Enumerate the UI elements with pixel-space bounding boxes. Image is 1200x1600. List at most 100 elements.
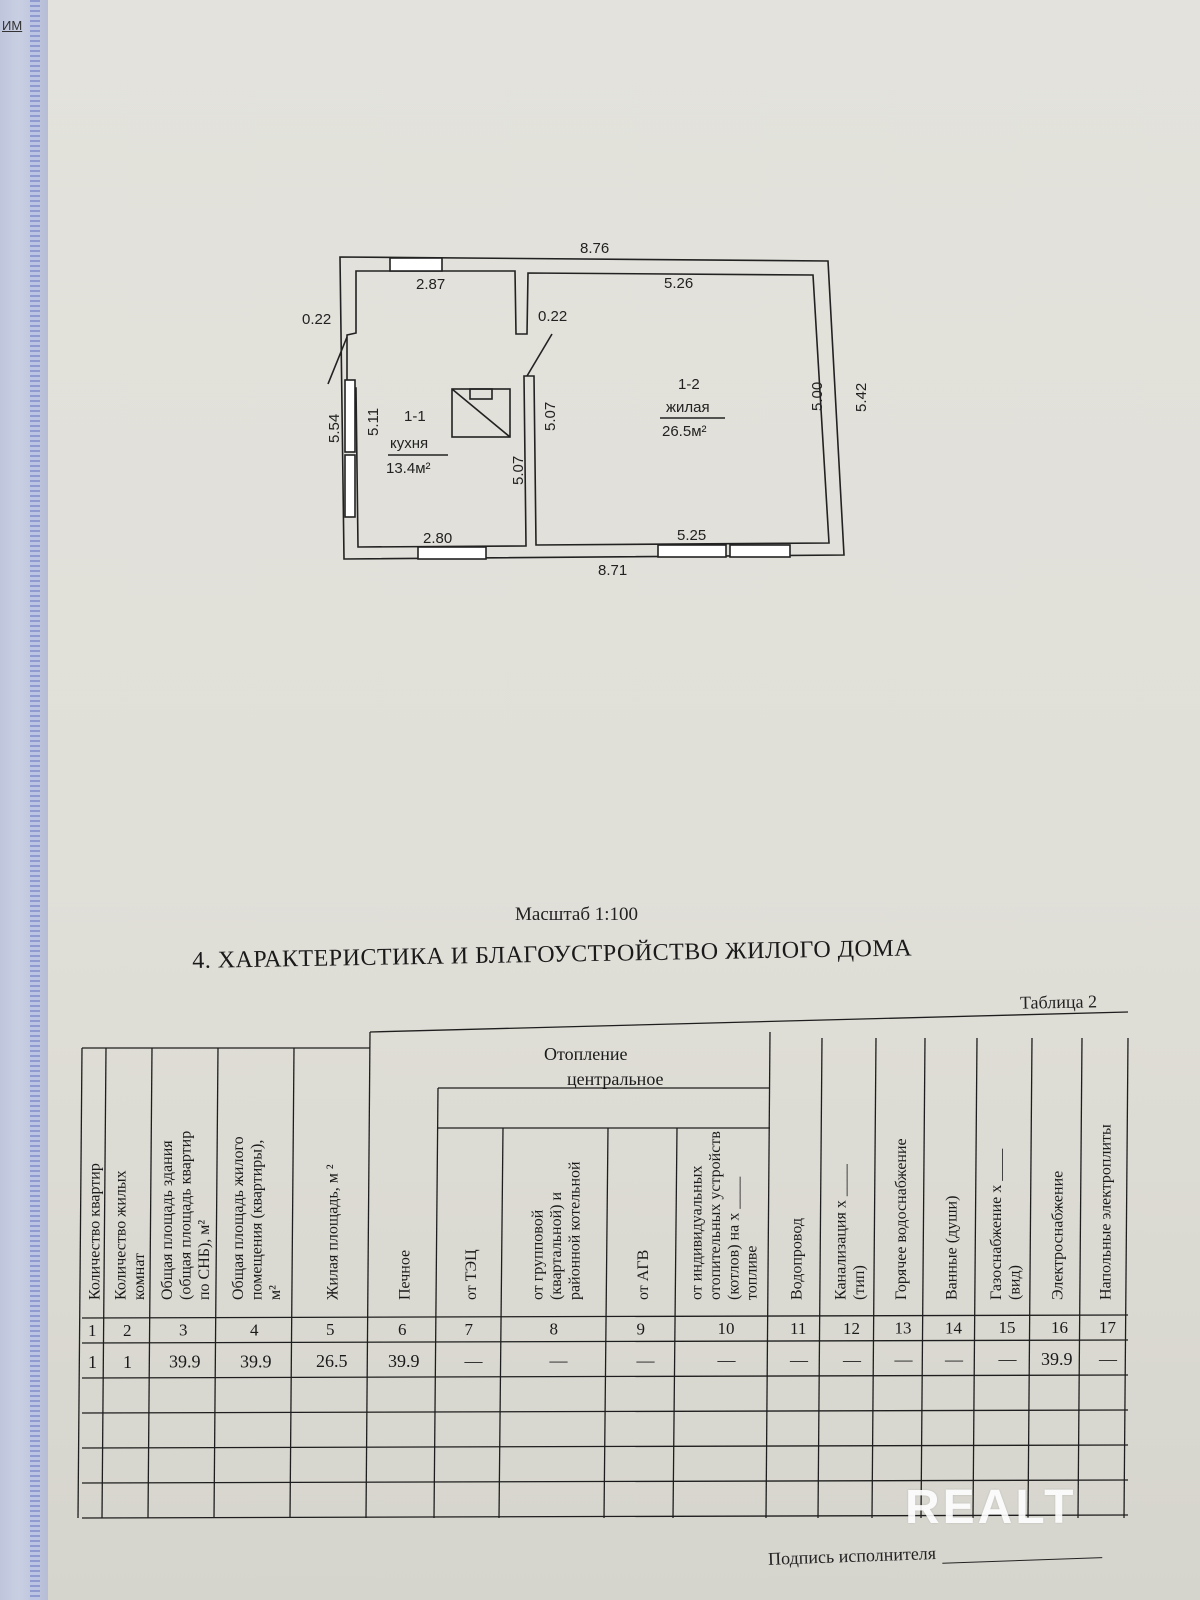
table-rule: [1123, 1037, 1129, 1519]
column-number: 1: [88, 1321, 97, 1340]
table-rule: [1027, 1037, 1033, 1519]
binder-spine: ИМ: [0, 0, 48, 1600]
table-rule: [81, 1374, 1129, 1379]
table-rule: [433, 1087, 439, 1519]
room-2-name: жилая: [666, 399, 710, 416]
room-1-name: кухня: [390, 435, 428, 452]
table-cell: —: [789, 1350, 809, 1370]
dim-wall-inner: 0.22: [538, 308, 567, 325]
document-page: [48, 0, 1200, 1600]
column-number: 11: [790, 1319, 806, 1338]
stove-top: [469, 388, 493, 400]
binder-stripe: [30, 0, 40, 1600]
window: [344, 454, 356, 518]
column-header: от групповой(квартальной) ирайонной коте…: [530, 1161, 584, 1300]
column-number: 15: [999, 1318, 1016, 1337]
dim-kitchen-top: 2.87: [416, 276, 445, 293]
table-cell: 1: [88, 1352, 97, 1372]
table-rule: [213, 1047, 219, 1519]
table-cell: 39.9: [169, 1352, 201, 1372]
table-cell: —: [944, 1349, 964, 1369]
table-cell: 26.5: [316, 1351, 348, 1371]
walls: [327, 256, 845, 560]
column-header: от ТЭЦ: [463, 1249, 480, 1300]
central-heating-header: центральное: [567, 1069, 664, 1089]
table-rule: [369, 1011, 1129, 1033]
column-header: от индивидуальныхотопительных устройств(…: [689, 1131, 761, 1300]
edge-label: ИМ: [2, 18, 23, 33]
table-rule: [81, 1444, 1129, 1449]
column-number: 5: [326, 1320, 335, 1339]
column-number: 9: [637, 1319, 646, 1338]
column-number: 4: [250, 1320, 259, 1339]
table-rule: [147, 1047, 153, 1519]
window: [344, 379, 356, 453]
inner-wall-outline: [346, 270, 830, 548]
dim-outer-left: 5.54: [326, 414, 343, 443]
room-2-id: 1-2: [678, 376, 700, 393]
table-rule: [765, 1031, 771, 1519]
table-rule: [81, 1339, 1129, 1344]
table-cell: —: [1098, 1349, 1118, 1369]
dim-kitchen-left: 5.11: [365, 408, 382, 436]
dim-living-right: 5.00: [809, 382, 826, 411]
column-header: Газоснабжение х ____(вид): [988, 1148, 1023, 1300]
table-rule: [498, 1127, 504, 1519]
window: [417, 546, 487, 560]
column-header: Канализация х ____(тип): [832, 1163, 867, 1300]
table-cell: —: [549, 1351, 569, 1371]
dim-living-top: 5.26: [664, 275, 693, 292]
table-rule: [920, 1037, 926, 1519]
column-header: Электроснабжение: [1050, 1171, 1067, 1300]
table-rule: [81, 1479, 1129, 1484]
table-rule: [81, 1409, 1129, 1414]
column-header: Ванные (души): [944, 1196, 961, 1300]
dim-living-bottom: 5.25: [677, 527, 706, 544]
column-number: 7: [465, 1320, 474, 1339]
column-header: Жилая площадь, м ²: [325, 1164, 342, 1300]
column-number: 14: [945, 1318, 963, 1337]
table-rule: [81, 1514, 1129, 1519]
table-rule: [289, 1047, 295, 1519]
door-swing: [327, 336, 348, 385]
column-header: от АГВ: [635, 1250, 652, 1300]
room-1-id: 1-1: [404, 408, 426, 425]
column-number: 6: [398, 1320, 407, 1339]
dim-living-left: 5.07: [542, 402, 559, 431]
column-header: Печное: [397, 1250, 414, 1300]
dim-outer-top: 8.76: [580, 240, 609, 257]
window: [657, 544, 727, 558]
table-cell: —: [464, 1351, 484, 1371]
table-rule: [77, 1047, 83, 1519]
heating-header: Отопление: [544, 1044, 628, 1064]
table-rule: [871, 1037, 877, 1519]
room-2-area: 26.5м²: [662, 423, 707, 440]
column-header: Горячее водоснабжение: [893, 1138, 910, 1300]
dim-kitchen-bottom: 2.80: [423, 530, 452, 547]
table-cell: 1: [123, 1352, 132, 1372]
table-rule: [101, 1047, 107, 1519]
table-rule: [81, 1314, 1129, 1319]
dim-outer-right: 5.42: [853, 383, 870, 412]
table-rule: [817, 1037, 823, 1519]
window: [729, 544, 791, 558]
stove-diagonal: [451, 388, 511, 438]
column-number: 16: [1051, 1318, 1068, 1337]
table-rule: [972, 1037, 978, 1519]
table-rule: [603, 1127, 609, 1519]
column-number: 2: [123, 1321, 132, 1340]
table-grid: [77, 1011, 1129, 1519]
door-swing: [526, 333, 553, 377]
table-cell: —: [894, 1350, 914, 1370]
realt-watermark: REALT: [905, 1481, 1077, 1534]
column-number: 13: [895, 1319, 912, 1338]
column-number: 8: [550, 1320, 559, 1339]
table-cell: —: [717, 1350, 737, 1370]
column-number: 10: [718, 1319, 735, 1338]
column-header: Количество квартир: [87, 1163, 104, 1300]
